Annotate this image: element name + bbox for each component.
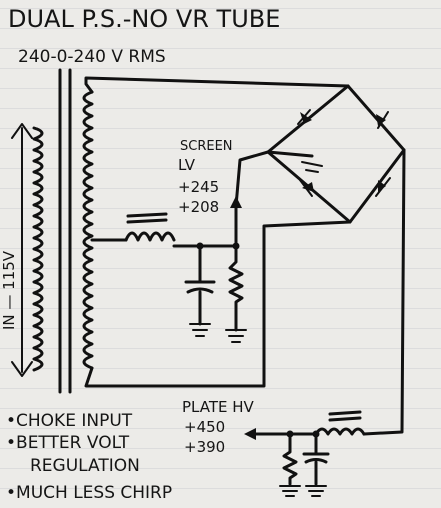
primary-winding xyxy=(32,126,44,372)
primary-input-label: IN — 115V xyxy=(0,250,18,330)
lv-choke xyxy=(124,212,176,242)
notes-list: •CHOKE INPUT •BETTER VOLT REGULATION •MU… xyxy=(6,411,172,503)
hv-bleeder-resistor xyxy=(279,432,301,497)
screen-output-arrow xyxy=(230,196,242,208)
diode xyxy=(299,179,314,197)
secondary-top-lead xyxy=(84,76,350,94)
screen-voltage-loaded: +245 xyxy=(178,178,219,196)
secondary-winding xyxy=(82,90,94,370)
screen-label: SCREEN xyxy=(180,139,233,154)
hv-filter-capacitor xyxy=(302,432,330,497)
secondary-bottom-lead xyxy=(84,220,352,388)
plate-voltage-loaded: +390 xyxy=(184,438,225,456)
diode xyxy=(375,177,391,197)
hv-output-lead xyxy=(362,148,406,436)
screen-lv-label: LV xyxy=(178,156,196,174)
hv-output-arrow xyxy=(244,428,256,440)
diode xyxy=(376,111,389,129)
screen-label-block: SCREEN LV +245 +208 xyxy=(178,139,233,216)
plate-voltage-unloaded: +450 xyxy=(184,418,225,436)
note-choke-input: •CHOKE INPUT xyxy=(6,411,133,431)
transformer-core xyxy=(58,68,72,394)
plate-label-block: PLATE HV +450 +390 xyxy=(182,398,255,456)
hv-choke xyxy=(314,410,366,436)
plate-hv-label: PLATE HV xyxy=(182,398,255,416)
primary-input-arrow xyxy=(11,123,33,377)
diode xyxy=(297,109,312,125)
note-regulation: REGULATION xyxy=(30,456,140,476)
screen-supply-lead xyxy=(234,150,270,208)
transformer-rating-label: 240-0-240 V RMS xyxy=(18,47,166,67)
lv-filter-capacitor xyxy=(184,244,216,337)
note-less-chirp: •MUCH LESS CHIRP xyxy=(6,483,172,503)
diagram-title: DUAL P.S.-NO VR TUBE xyxy=(8,5,280,33)
bridge-rectifier xyxy=(266,84,406,224)
screen-voltage-unloaded: +208 xyxy=(178,198,219,216)
note-better-volt: •BETTER VOLT xyxy=(6,433,130,453)
lv-bleeder-resistor xyxy=(225,244,247,343)
